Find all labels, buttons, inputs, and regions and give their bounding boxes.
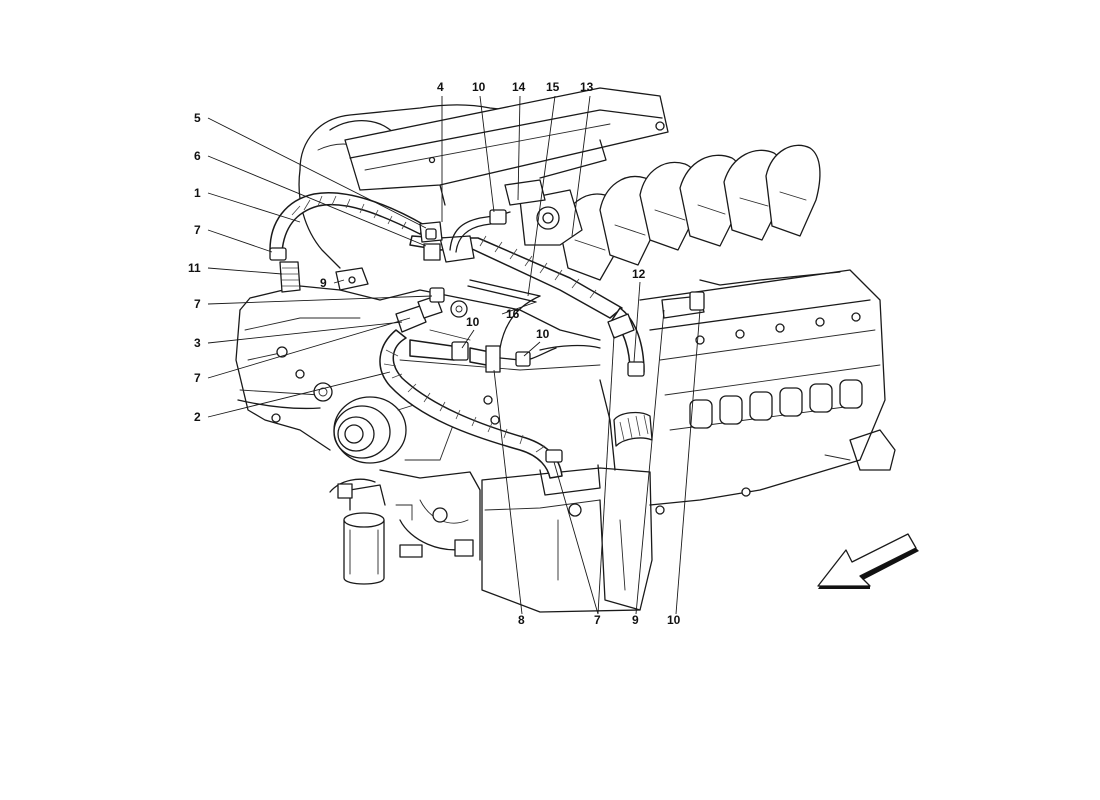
- callouts: 4 10 14 15 13 5 6 1 7 11 9 7 3 7 2 16 10…: [188, 80, 681, 627]
- callout-16: 16: [506, 307, 520, 321]
- callout-9-bottom: 9: [632, 613, 639, 627]
- callout-2: 2: [194, 410, 201, 424]
- callout-5: 5: [194, 111, 201, 125]
- exhaust-ports: [689, 379, 863, 429]
- callout-13: 13: [580, 80, 594, 94]
- callout-4: 4: [437, 80, 444, 94]
- callout-10-mid-right: 10: [536, 327, 550, 341]
- callout-10-bottom: 10: [667, 613, 681, 627]
- callout-6: 6: [194, 149, 201, 163]
- intake-runners: [559, 144, 821, 281]
- callout-10-top: 10: [472, 80, 486, 94]
- callout-7-b: 7: [194, 297, 201, 311]
- callout-7-a: 7: [194, 223, 201, 237]
- oil-filter: [329, 478, 386, 585]
- callout-3: 3: [194, 336, 201, 350]
- direction-arrow-icon: [817, 533, 919, 589]
- callout-14: 14: [512, 80, 526, 94]
- callout-8: 8: [518, 613, 525, 627]
- callout-12: 12: [632, 267, 646, 281]
- callout-11: 11: [188, 261, 201, 275]
- callout-7-d: 7: [594, 613, 601, 627]
- callout-9-left: 9: [320, 276, 327, 290]
- callout-1: 1: [194, 186, 201, 200]
- leader-lines: [207, 95, 701, 615]
- callout-15: 15: [546, 80, 560, 94]
- hose-assembly: [269, 192, 705, 479]
- callout-7-c: 7: [194, 371, 201, 385]
- engine-block: [235, 87, 896, 613]
- callout-10-mid-left: 10: [466, 315, 480, 329]
